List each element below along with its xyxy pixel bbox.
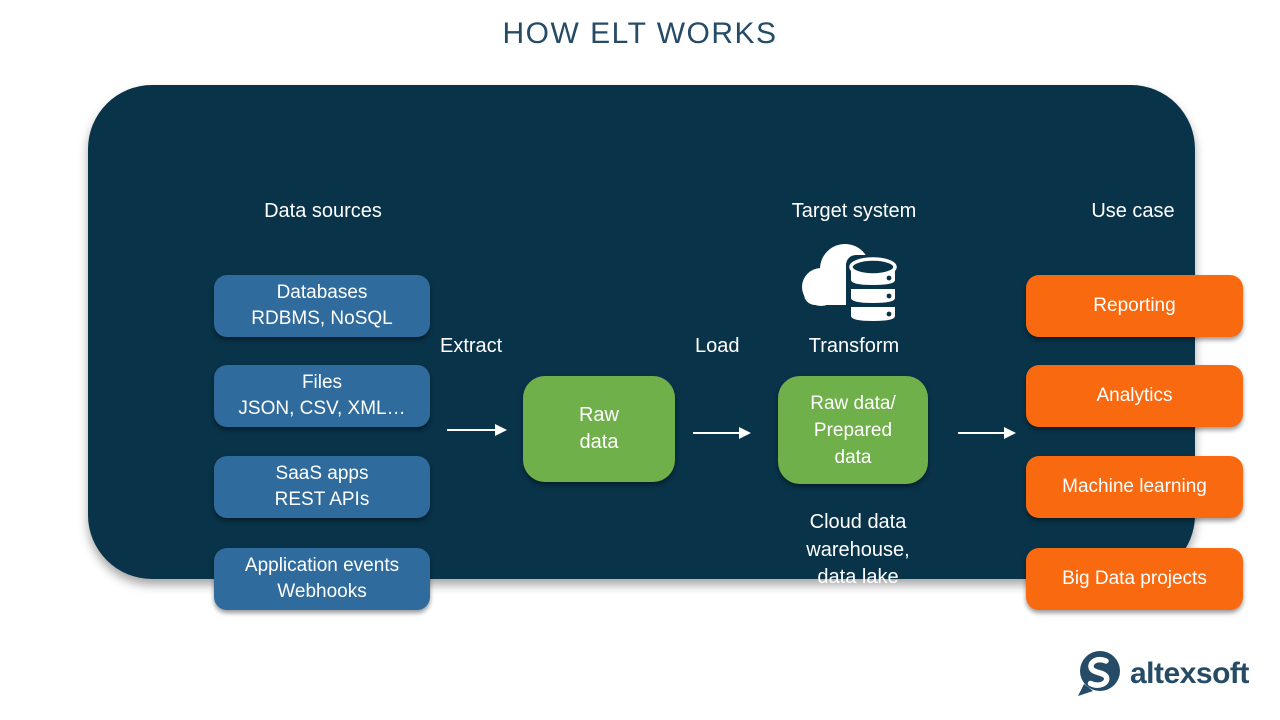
- raw-data-box: Raw data: [523, 376, 675, 482]
- extract-arrow-icon: [447, 424, 507, 436]
- source-box-databases-line2: RDBMS, NoSQL: [251, 308, 393, 329]
- raw-data-box-line2: data: [579, 431, 619, 453]
- use-case-box-big-data-label: Big Data projects: [1062, 568, 1207, 589]
- source-box-saas-line1: SaaS apps: [275, 463, 369, 484]
- extract-label: Extract: [440, 335, 503, 357]
- source-box-files-line1: Files: [301, 372, 343, 393]
- target-caption-line3: data lake: [817, 566, 899, 588]
- use-case-arrow-icon: [958, 427, 1016, 439]
- prepared-data-box: Raw data/ Prepared data: [778, 376, 928, 484]
- use-case-box-reporting-label: Reporting: [1093, 295, 1176, 316]
- raw-data-box-line1: Raw: [578, 404, 619, 426]
- source-box-databases-line1: Databases: [276, 282, 368, 303]
- source-box-databases: Databases RDBMS, NoSQL: [214, 275, 430, 337]
- target-caption-line2: warehouse,: [806, 538, 910, 561]
- source-box-app-events-line1: Application events: [244, 555, 400, 576]
- cloud-database-icon: [802, 244, 902, 325]
- prepared-data-box-line1: Raw data/: [810, 392, 896, 414]
- load-arrow-icon: [693, 427, 751, 439]
- use-case-box-analytics-label: Analytics: [1096, 385, 1173, 406]
- source-box-saas-line2: REST APIs: [274, 489, 370, 510]
- source-box-files: Files JSON, CSV, XML…: [214, 365, 430, 427]
- target-system-header: Target system: [791, 200, 917, 222]
- target-caption-line1: Cloud data: [809, 511, 907, 533]
- altexsoft-logo-text: altexsoft: [1130, 657, 1249, 690]
- load-label: Load: [695, 335, 740, 357]
- source-box-app-events-line2: Webhooks: [277, 581, 367, 602]
- use-case-box-analytics: Analytics: [1026, 365, 1243, 427]
- prepared-data-box-line2: Prepared: [813, 419, 893, 441]
- altexsoft-logo-icon: [1078, 651, 1120, 696]
- altexsoft-logo: altexsoft: [1075, 650, 1249, 698]
- use-case-header: Use case: [1091, 200, 1175, 222]
- use-case-box-machine-learning-label: Machine learning: [1062, 476, 1207, 497]
- data-sources-header: Data sources: [264, 200, 382, 222]
- source-box-app-events: Application events Webhooks: [214, 548, 430, 610]
- use-case-box-reporting: Reporting: [1026, 275, 1243, 337]
- prepared-data-box-line3: data: [834, 446, 872, 468]
- diagram-panel: Data sources Target system Use case Data…: [88, 85, 1243, 610]
- use-case-box-machine-learning: Machine learning: [1026, 456, 1243, 518]
- use-case-box-big-data: Big Data projects: [1026, 548, 1243, 610]
- transform-label: Transform: [808, 335, 900, 357]
- source-box-files-line2: JSON, CSV, XML…: [238, 398, 406, 419]
- target-caption: Cloud data warehouse, data lake: [758, 509, 958, 592]
- source-box-saas: SaaS apps REST APIs: [214, 456, 430, 518]
- page-title: HOW ELT WORKS: [502, 17, 778, 50]
